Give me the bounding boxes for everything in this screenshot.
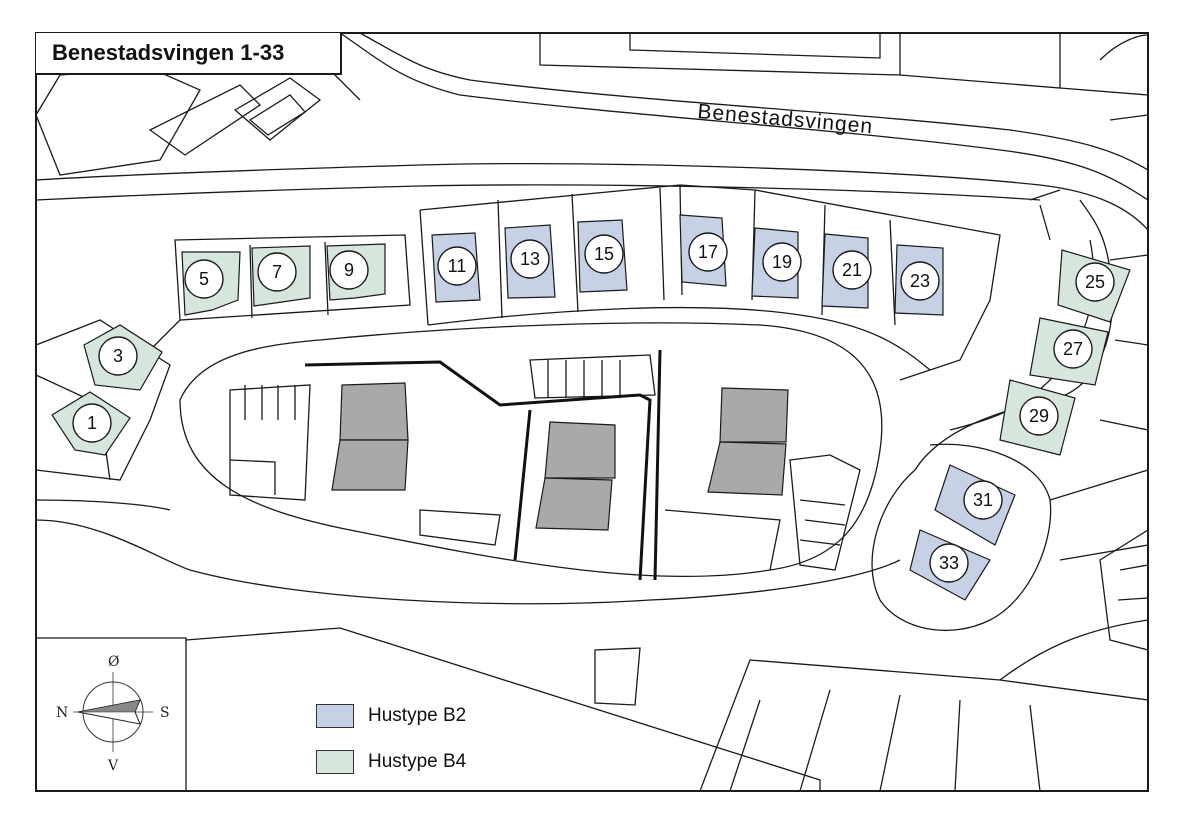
lot-number-circle [329, 250, 369, 290]
lot-15[interactable]: 15 [577, 219, 628, 293]
lot-number-circle [72, 403, 112, 443]
lot-number-circle [1075, 262, 1115, 302]
lot-25[interactable]: 25 [1057, 249, 1131, 323]
lot-number: 7 [272, 262, 282, 282]
lot-29[interactable]: 29 [999, 379, 1076, 456]
lot-number-circle [929, 543, 969, 583]
compass-right: S [160, 705, 170, 721]
lot-31[interactable]: 31 [934, 464, 1016, 546]
compass: Ø N S V [56, 654, 170, 774]
lot-9[interactable]: 9 [326, 243, 386, 301]
lot-number-circle [257, 252, 297, 292]
page-title: Benestadsvingen 1-33 [52, 40, 285, 65]
apartment-buildings [331, 382, 789, 531]
lot-number: 15 [594, 244, 614, 264]
lot-number-circle [1019, 396, 1059, 436]
lot-3[interactable]: 3 [83, 324, 163, 391]
lot-number: 19 [772, 252, 792, 272]
lot-number-circle [584, 234, 624, 274]
lot-number-circle [98, 336, 138, 376]
lot-number-circle [437, 246, 477, 286]
legend-label: Hustype B2 [368, 705, 467, 726]
lot-1[interactable]: 1 [51, 391, 131, 456]
legend: Hustype B2 Hustype B4 [316, 702, 466, 794]
lot-number: 25 [1085, 272, 1105, 292]
legend-swatch-b2 [316, 704, 354, 728]
compass-left: N [56, 705, 68, 721]
compass-bottom: V [107, 758, 119, 774]
lot-19[interactable]: 19 [751, 227, 802, 299]
lot-17[interactable]: 17 [679, 214, 728, 287]
courtyard-paths [304, 349, 662, 581]
lot-number-circle [832, 250, 872, 290]
lot-33[interactable]: 33 [909, 529, 991, 601]
lot-5[interactable]: 5 [181, 251, 241, 316]
lot-number: 31 [973, 490, 993, 510]
lot-13[interactable]: 13 [504, 224, 556, 299]
lot-number-circle [963, 480, 1003, 520]
lot-number: 11 [448, 256, 467, 276]
lot-number-circle [510, 239, 550, 279]
lot-number: 27 [1063, 339, 1083, 359]
lot-7[interactable]: 7 [251, 245, 311, 307]
legend-swatch-b4 [316, 750, 354, 774]
legend-item-b2: Hustype B2 [316, 702, 466, 730]
lot-number: 3 [113, 346, 123, 366]
lot-21[interactable]: 21 [821, 233, 872, 309]
lot-number-circle [1053, 329, 1093, 369]
lot-number-circle [688, 232, 728, 272]
compass-top: Ø [108, 654, 119, 670]
lot-23[interactable]: 23 [894, 244, 944, 316]
lot-number-circle [762, 242, 802, 282]
lot-number: 5 [199, 269, 209, 289]
lot-number: 13 [520, 249, 540, 269]
lot-number: 23 [910, 271, 930, 291]
legend-item-b4: Hustype B4 [316, 748, 466, 776]
lot-number-circle [900, 261, 940, 301]
lot-number: 29 [1029, 406, 1049, 426]
lot-number: 33 [939, 553, 959, 573]
legend-label: Hustype B4 [368, 751, 467, 772]
lot-number: 1 [87, 413, 97, 433]
lot-number: 9 [344, 260, 354, 280]
lot-number-circle [184, 259, 224, 299]
title-box: Benestadsvingen 1-33 [36, 33, 342, 75]
lot-number: 17 [698, 242, 718, 262]
lot-number: 21 [842, 260, 862, 280]
map-frame [35, 32, 1149, 792]
lot-27[interactable]: 27 [1029, 317, 1109, 386]
lot-11[interactable]: 11 [431, 232, 481, 303]
